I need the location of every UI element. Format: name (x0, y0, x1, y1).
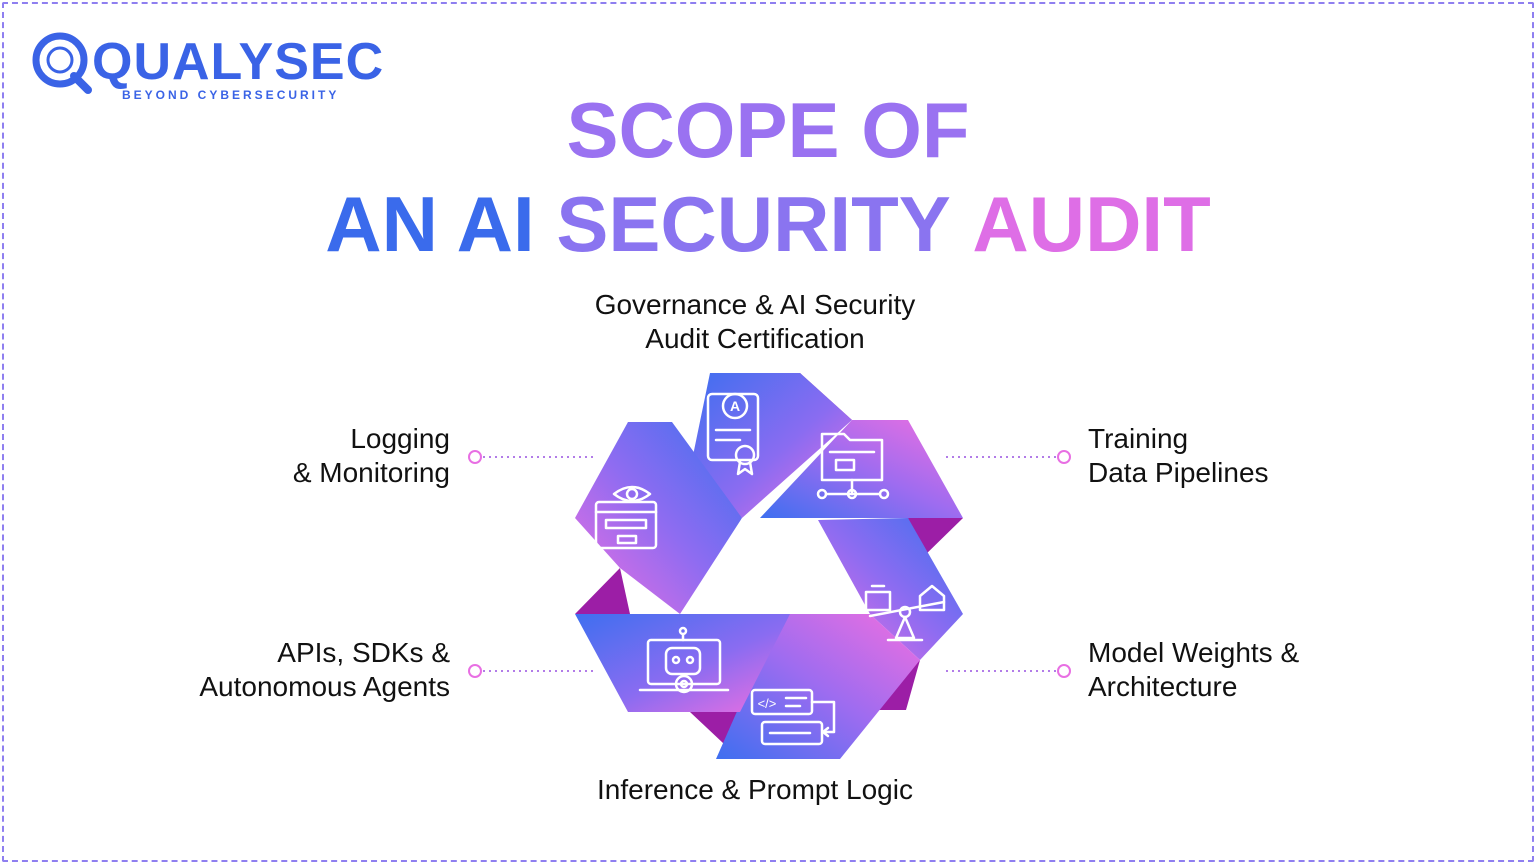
blade-governance (690, 373, 852, 518)
svg-text:</>: </> (758, 696, 777, 711)
connector-model (946, 664, 1071, 678)
label-apis-agents: APIs, SDKs & Autonomous Agents (130, 636, 450, 704)
robot-laptop-icon (638, 626, 730, 694)
icon-letter: A (730, 398, 740, 414)
center-hexagon (718, 518, 818, 614)
blade-model (818, 518, 963, 660)
label-line: Data Pipelines (1088, 457, 1269, 488)
code-flow-icon: </> (750, 688, 836, 746)
title-part: AUDIT (972, 180, 1211, 268)
certificate-badge-icon: A (706, 392, 760, 476)
connector-apis (468, 664, 595, 678)
page-title-line-1: SCOPE OF (0, 88, 1536, 172)
qualysec-logo: QUALYSEC BEYOND CYBERSECURITY (30, 28, 383, 108)
connector-logging (468, 450, 595, 464)
label-line: Architecture (1088, 671, 1238, 702)
label-line: Inference & Prompt Logic (597, 774, 913, 805)
label-logging: Logging & Monitoring (150, 422, 450, 490)
blade-logging (575, 422, 742, 614)
logo-tagline: BEYOND CYBERSECURITY (122, 88, 340, 102)
connector-training (946, 450, 1071, 464)
folder-network-icon (816, 432, 890, 500)
label-line: Autonomous Agents (199, 671, 450, 702)
eye-login-icon (594, 485, 658, 550)
label-line: Training (1088, 423, 1189, 454)
label-training-data: Training Data Pipelines (1088, 422, 1388, 490)
label-line: APIs, SDKs & (277, 637, 450, 668)
blade-apis (575, 614, 790, 712)
label-line: & Monitoring (292, 457, 450, 488)
blade-training (760, 420, 963, 518)
logo-magnifier-icon (32, 32, 92, 94)
title-part: SCOPE OF (566, 86, 970, 174)
label-inference: Inference & Prompt Logic (540, 773, 970, 807)
title-part: SECURITY (556, 180, 951, 268)
label-line: Governance & AI Security (594, 289, 916, 320)
logo-wordmark: QUALYSEC (92, 33, 385, 91)
label-line: Audit Certification (645, 323, 865, 354)
label-line: Model Weights & (1088, 637, 1300, 668)
label-governance: Governance & AI Security Audit Certifica… (540, 288, 970, 356)
label-line: Logging (350, 423, 450, 454)
title-part: AN AI (325, 180, 535, 268)
label-model-weights: Model Weights & Architecture (1088, 636, 1408, 704)
balance-scale-icon (864, 584, 946, 642)
page-title-line-2: AN AI SECURITY AUDIT (0, 182, 1536, 266)
